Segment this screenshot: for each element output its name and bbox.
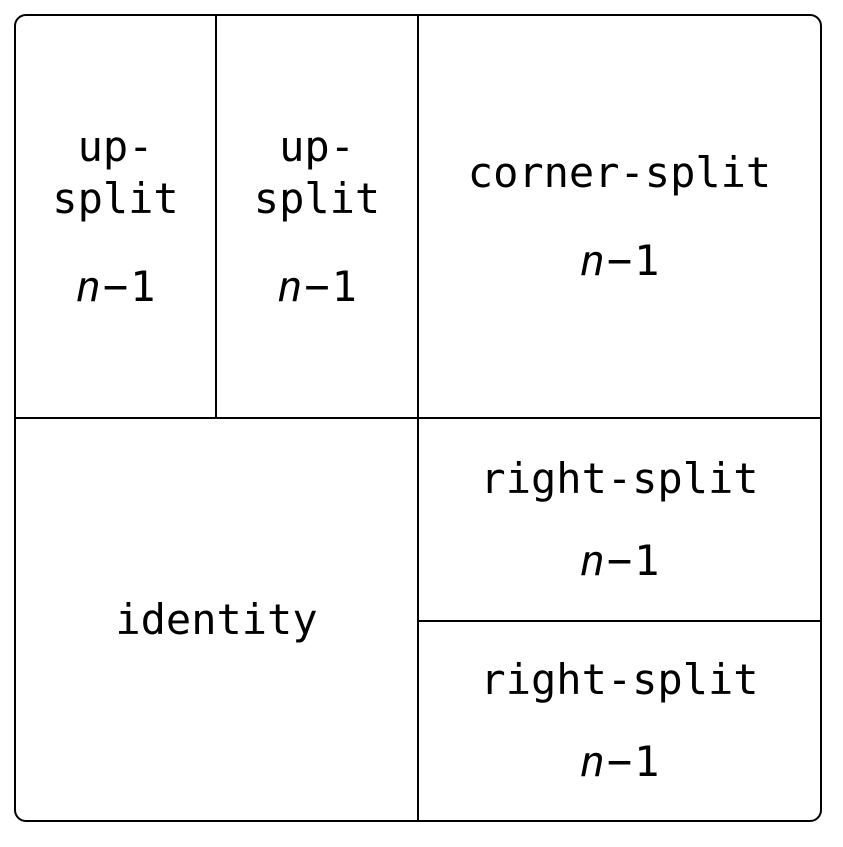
parameter-label: n−1	[580, 736, 660, 788]
cell-label: corner-split	[467, 147, 772, 197]
cell-up-split-right: up- split n−1	[217, 16, 417, 417]
parameter-number: 1	[634, 235, 660, 285]
parameter-operator: −	[606, 737, 633, 786]
cell-identity: identity	[16, 419, 417, 820]
parameter-operator: −	[606, 535, 633, 585]
parameter-number: 1	[634, 737, 660, 786]
parameter-operator: −	[304, 261, 330, 311]
parameter-variable: n	[277, 261, 303, 311]
cell-label: up- split	[52, 121, 179, 223]
parameter-number: 1	[130, 261, 156, 311]
divider-horizontal-right-split	[418, 620, 822, 622]
cell-corner-split: corner-split n−1	[419, 16, 820, 417]
cell-up-split-left: up- split n−1	[16, 16, 215, 417]
parameter-label: n−1	[580, 535, 660, 587]
cell-label: identity	[115, 594, 318, 644]
divider-vertical-up-split	[215, 14, 217, 418]
cell-label: right-split	[480, 655, 759, 704]
parameter-variable: n	[579, 737, 605, 786]
parameter-operator: −	[606, 235, 633, 285]
parameter-number: 1	[634, 535, 660, 585]
parameter-variable: n	[579, 235, 605, 285]
parameter-label: n−1	[580, 235, 660, 287]
cell-right-split-top: right-split n−1	[419, 419, 820, 620]
cell-label: up- split	[253, 121, 381, 223]
parameter-variable: n	[579, 535, 605, 585]
divider-horizontal-main	[14, 417, 822, 419]
cell-label: right-split	[480, 453, 759, 503]
parameter-variable: n	[75, 261, 101, 311]
parameter-label: n−1	[76, 261, 156, 313]
parameter-number: 1	[331, 261, 357, 311]
cell-right-split-bottom: right-split n−1	[419, 622, 820, 820]
parameter-label: n−1	[277, 261, 357, 313]
parameter-operator: −	[102, 261, 129, 311]
